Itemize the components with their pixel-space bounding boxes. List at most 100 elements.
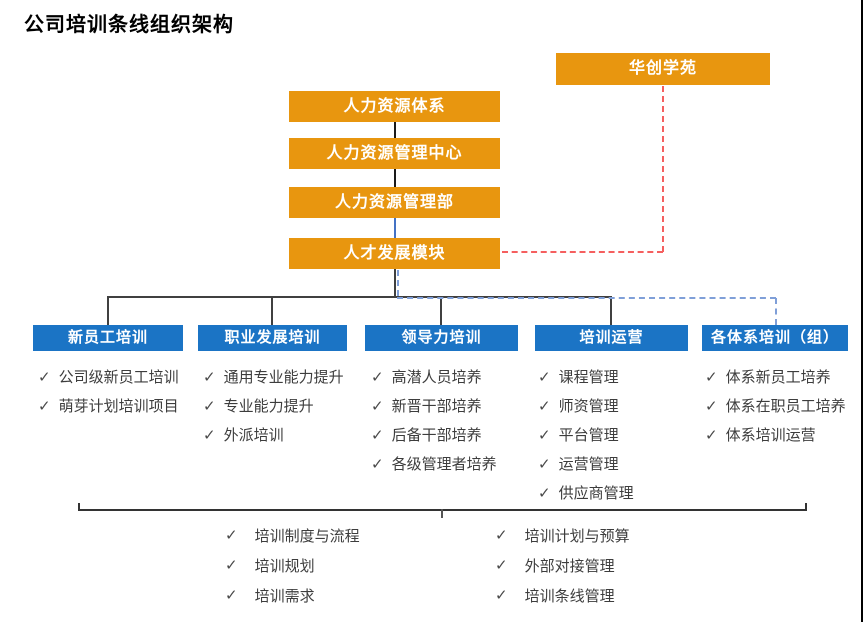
chain-box-hr-system: 人力资源体系 — [289, 91, 500, 122]
dept-list-new-employee: ✓ 公司级新员工培训 ✓ 萌芽计划培训项目 — [38, 362, 179, 420]
checkmark-icon: ✓ — [38, 368, 51, 386]
list-item-text: 课程管理 — [558, 369, 619, 386]
list-item: ✓ 培训需求 — [225, 580, 360, 610]
tree-trunk — [394, 269, 396, 297]
list-item-text: 新晋干部培养 — [391, 398, 482, 415]
list-item: ✓ 培训制度与流程 — [225, 520, 360, 550]
red-dashed-horizontal — [502, 251, 663, 253]
checkmark-icon: ✓ — [705, 368, 718, 386]
chain-box-hr-center: 人力资源管理中心 — [289, 138, 500, 169]
page-right-border-line — [861, 0, 863, 622]
connector-chain-2 — [394, 169, 396, 187]
checkmark-icon: ✓ — [538, 368, 551, 386]
shared-functions-left: ✓ 培训制度与流程 ✓ 培训规划 ✓ 培训需求 — [225, 520, 360, 610]
list-item-text: 公司级新员工培训 — [58, 369, 179, 386]
list-item: ✓ 培训规划 — [225, 550, 360, 580]
blue-dashed-horizontal — [397, 297, 776, 299]
list-item: ✓ 后备干部培养 — [371, 420, 497, 449]
checkmark-icon: ✓ — [203, 426, 216, 444]
list-item: ✓ 外派培训 — [203, 420, 344, 449]
shared-functions-right: ✓ 培训计划与预算 ✓ 外部对接管理 ✓培训条线管理 — [495, 520, 630, 610]
checkmark-icon: ✓ — [538, 397, 551, 415]
checkmark-icon: ✓ — [495, 557, 508, 574]
list-item: ✓ 运营管理 — [538, 449, 634, 478]
list-item-text: 培训需求 — [254, 587, 315, 605]
list-item: ✓ 高潜人员培养 — [371, 362, 497, 391]
list-item: ✓ 通用专业能力提升 — [203, 362, 344, 391]
checkmark-icon: ✓ — [225, 527, 238, 544]
list-item: ✓ 师资管理 — [538, 391, 634, 420]
dept-list-leadership: ✓ 高潜人员培养 ✓ 新晋干部培养 ✓ 后备干部培养 ✓ 各级管理者培养 — [371, 362, 497, 478]
checkmark-icon: ✓ — [538, 426, 551, 444]
list-item: ✓ 外部对接管理 — [495, 550, 630, 580]
checkmark-icon: ✓ — [225, 557, 238, 574]
tree-rail — [107, 296, 612, 298]
checkmark-icon: ✓ — [538, 455, 551, 473]
blue-dashed-stub — [397, 270, 399, 296]
checkmark-icon: ✓ — [538, 484, 551, 502]
list-item: ✓ 公司级新员工培训 — [38, 362, 179, 391]
list-item: ✓ 新晋干部培养 — [371, 391, 497, 420]
blue-dashed-drop — [775, 298, 777, 325]
list-item-text: 平台管理 — [558, 427, 619, 444]
list-item-text: 后备干部培养 — [391, 427, 482, 444]
dept-box-operations: 培训运营 — [535, 325, 688, 351]
dept-box-leadership: 领导力培训 — [365, 325, 518, 351]
connector-chain-3 — [394, 218, 396, 238]
list-item-text: 外派培训 — [223, 427, 284, 444]
dept-list-system-groups: ✓ 体系新员工培养 ✓体系在职员工培养 ✓ 体系培训运营 — [705, 362, 846, 449]
tree-drop-2 — [271, 296, 273, 325]
list-item-text: 高潜人员培养 — [391, 369, 482, 386]
list-item-text: 培训制度与流程 — [254, 527, 360, 545]
list-item: ✓培训条线管理 — [495, 580, 630, 610]
dept-box-system-groups: 各体系培训（组） — [702, 325, 848, 351]
checkmark-icon: ✓ — [38, 397, 51, 415]
dept-box-career-dev: 职业发展培训 — [198, 325, 347, 351]
list-item-text: 专业能力提升 — [223, 398, 314, 415]
list-item-text: 运营管理 — [558, 456, 619, 473]
list-item: ✓体系在职员工培养 — [705, 391, 846, 420]
checkmark-icon: ✓ — [203, 397, 216, 415]
list-item: ✓ 培训计划与预算 — [495, 520, 630, 550]
list-item: ✓ 各级管理者培养 — [371, 449, 497, 478]
checkmark-icon: ✓ — [203, 368, 216, 386]
checkmark-icon: ✓ — [705, 426, 718, 444]
checkmark-icon: ✓ — [371, 368, 384, 386]
chain-box-talent-module: 人才发展模块 — [289, 238, 500, 269]
list-item-text: 各级管理者培养 — [391, 456, 497, 473]
tree-drop-4 — [610, 296, 612, 325]
list-item-text: 师资管理 — [558, 398, 619, 415]
red-dashed-vertical — [662, 86, 664, 252]
list-item: ✓ 供应商管理 — [538, 478, 634, 507]
list-item-text: 培训计划与预算 — [524, 527, 630, 545]
list-item: ✓ 课程管理 — [538, 362, 634, 391]
list-item-text: 供应商管理 — [558, 485, 634, 502]
checkmark-icon: ✓ — [225, 587, 238, 604]
list-item-text: 通用专业能力提升 — [223, 369, 344, 386]
tree-drop-1 — [107, 296, 109, 325]
list-item-text: 培训规划 — [254, 557, 315, 575]
dept-box-new-employee: 新员工培训 — [33, 325, 183, 351]
list-item-text: 体系培训运营 — [725, 427, 816, 444]
page-title: 公司培训条线组织架构 — [24, 14, 234, 36]
list-item: ✓ 平台管理 — [538, 420, 634, 449]
checkmark-icon: ✓ — [371, 397, 384, 415]
list-item-text: 萌芽计划培训项目 — [58, 398, 179, 415]
list-item-text: 外部对接管理 — [524, 557, 615, 575]
checkmark-icon: ✓ — [371, 455, 384, 473]
list-item-text: 体系在职员工培养 — [725, 398, 846, 415]
checkmark-icon: ✓ — [495, 527, 508, 544]
connector-chain-1 — [394, 122, 396, 138]
list-item-text: 体系新员工培养 — [725, 369, 831, 386]
list-item: ✓ 体系新员工培养 — [705, 362, 846, 391]
academy-box: 华创学苑 — [556, 53, 770, 85]
list-item: ✓ 专业能力提升 — [203, 391, 344, 420]
list-item: ✓ 体系培训运营 — [705, 420, 846, 449]
dept-list-operations: ✓ 课程管理 ✓ 师资管理 ✓ 平台管理 ✓ 运营管理 ✓ 供应商管理 — [538, 362, 634, 507]
checkmark-icon: ✓ — [371, 426, 384, 444]
dept-list-career-dev: ✓ 通用专业能力提升 ✓ 专业能力提升 ✓ 外派培训 — [203, 362, 344, 449]
tree-drop-3 — [440, 296, 442, 325]
bottom-bracket-tick — [441, 509, 443, 518]
chain-box-hr-dept: 人力资源管理部 — [289, 187, 500, 218]
